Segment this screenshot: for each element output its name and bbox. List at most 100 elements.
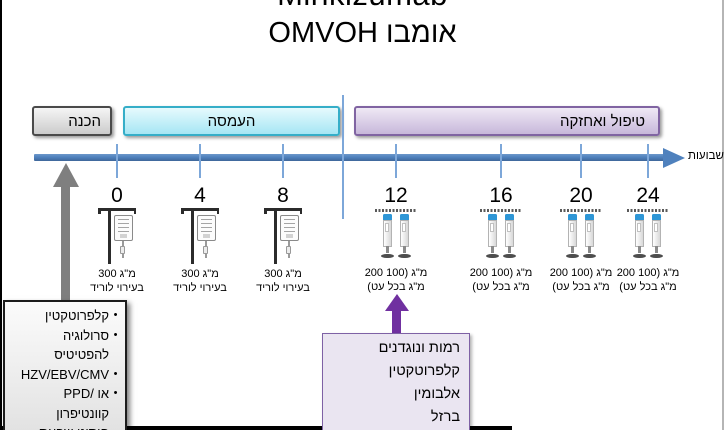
pen-body bbox=[488, 220, 497, 253]
bullet-icon: • bbox=[109, 423, 122, 430]
timeline-arrowhead-icon bbox=[663, 147, 685, 168]
pen-label-window bbox=[490, 223, 494, 232]
dose-line-1: 200 מ"ג (100 bbox=[469, 267, 533, 279]
frame-edge-bottom bbox=[0, 426, 512, 430]
phase-label-loading: העמסה bbox=[207, 112, 256, 130]
iv-infusion-icon bbox=[95, 208, 139, 265]
pen-cap bbox=[635, 214, 644, 220]
iv-bag-icon bbox=[280, 215, 299, 241]
bullet-icon bbox=[109, 404, 122, 424]
timeline-tick-week-24 bbox=[647, 144, 649, 178]
loading-maintenance-divider-line bbox=[342, 95, 344, 219]
dose-line-1: 200 מ"ג (100 bbox=[616, 267, 680, 279]
iv-pole-icon bbox=[274, 210, 277, 264]
pen-cap bbox=[383, 214, 392, 220]
pen-label-window bbox=[654, 223, 658, 232]
checklist-line: חיסוני שפעת,• bbox=[8, 423, 122, 430]
monitoring-up-arrow-head-icon bbox=[384, 294, 409, 311]
timeline-tick-week-16 bbox=[500, 144, 502, 178]
iv-infusion-icon bbox=[261, 208, 305, 265]
checklist-line: להפטיטיס bbox=[8, 345, 122, 365]
bullet-icon: • bbox=[113, 328, 118, 341]
pen-caption-microtext bbox=[480, 209, 522, 212]
injection-pen-icon bbox=[650, 214, 663, 258]
checklist-line: PPD/ או• bbox=[8, 384, 122, 404]
dose-line-1: 300 מ"ג bbox=[98, 268, 136, 280]
frame-edge-right bbox=[722, 0, 724, 430]
checklist-text: קוונטיפרון bbox=[56, 405, 109, 421]
timeline-bar bbox=[34, 154, 668, 161]
drug-name-title-clipped: Mirikizumab bbox=[0, 0, 725, 13]
brand-name-title: אומבו OMVOH bbox=[268, 17, 457, 49]
dose-line-2: מ"ג בכל עט) bbox=[472, 280, 530, 293]
injection-pen-icon bbox=[486, 214, 499, 258]
week-number-label: 8 bbox=[277, 184, 289, 207]
injection-pen-icon bbox=[566, 214, 579, 258]
pen-base bbox=[650, 253, 663, 258]
pen-body bbox=[585, 220, 594, 253]
checklist-text: קלפרוטקטין bbox=[45, 308, 109, 323]
dose-line-1: 200 מ"ג (100 bbox=[549, 267, 613, 279]
phase-label-maintenance: טיפול ואחזקה bbox=[560, 112, 645, 130]
week-number-label: 12 bbox=[384, 184, 408, 207]
week-number-label: 16 bbox=[489, 184, 513, 207]
injection-pen-icon bbox=[381, 214, 394, 258]
pen-label-window bbox=[587, 223, 591, 232]
pen-base bbox=[566, 253, 579, 258]
checklist-line: HZV/EBV/CMV• bbox=[8, 365, 122, 385]
bullet-icon: • bbox=[113, 367, 118, 380]
phase-box-maintenance: טיפול ואחזקה bbox=[354, 106, 660, 136]
pen-body bbox=[568, 220, 577, 253]
pen-cap bbox=[505, 214, 514, 220]
weeks-axis-label: שבועות bbox=[688, 150, 724, 162]
dose-line-2: מ"ג בכל עט) bbox=[619, 280, 677, 293]
iv-pole-crossbar-icon bbox=[264, 208, 302, 213]
injection-pen-pair-icon bbox=[539, 214, 623, 258]
iv-bag-icon bbox=[114, 215, 133, 241]
iv-drip-chamber-icon bbox=[286, 246, 291, 254]
iv-infusion-icon bbox=[178, 208, 222, 265]
timeline-tick-week-8 bbox=[282, 144, 284, 178]
monitoring-line: רמות ונוגדנים bbox=[378, 340, 460, 356]
monitoring-up-arrow-shaft bbox=[392, 310, 401, 334]
pen-base bbox=[633, 253, 646, 258]
week-number-label: 20 bbox=[569, 184, 593, 207]
iv-pole-crossbar-icon bbox=[181, 208, 219, 213]
pen-label-window bbox=[402, 223, 406, 232]
frame-edge-left bbox=[0, 0, 2, 430]
pen-body bbox=[400, 220, 409, 253]
dose-line-1: 300 מ"ג bbox=[181, 268, 219, 280]
preparation-up-arrow-shaft bbox=[61, 186, 70, 301]
dose-line-2: מ"ג בכל עט) bbox=[367, 280, 425, 293]
bullet-icon: • bbox=[113, 387, 118, 399]
checklist-line: קוונטיפרון bbox=[8, 404, 122, 424]
pen-body bbox=[652, 220, 661, 253]
iv-pole-icon bbox=[191, 210, 194, 264]
pen-caption-microtext bbox=[375, 209, 417, 212]
pen-base bbox=[486, 253, 499, 258]
pen-base bbox=[583, 253, 596, 258]
pen-body bbox=[635, 220, 644, 253]
pen-body bbox=[505, 220, 514, 253]
pen-caption-microtext bbox=[627, 209, 669, 212]
monitoring-line: ברזל bbox=[430, 409, 460, 425]
dose-line-2: בעירוי לוריד bbox=[256, 281, 310, 294]
pen-cap bbox=[585, 214, 594, 220]
checklist-line: סרולוגיה• bbox=[8, 326, 122, 346]
preparation-up-arrow-head-icon bbox=[52, 163, 79, 187]
injection-pen-icon bbox=[583, 214, 596, 258]
iv-bag-icon bbox=[197, 215, 216, 241]
pen-base bbox=[381, 253, 394, 258]
phase-box-preparation: הכנה bbox=[32, 106, 112, 136]
iv-pole-icon bbox=[108, 210, 111, 264]
injection-pen-pair-icon bbox=[354, 214, 438, 258]
